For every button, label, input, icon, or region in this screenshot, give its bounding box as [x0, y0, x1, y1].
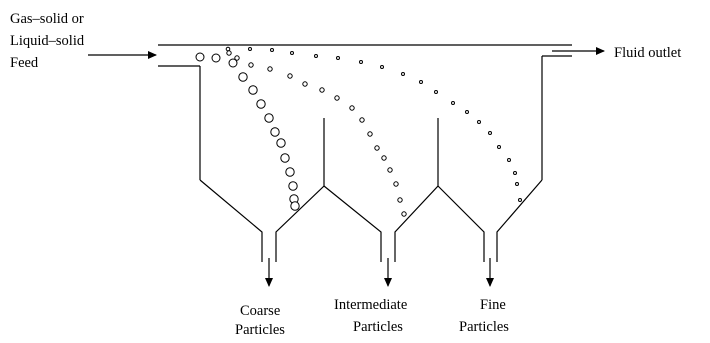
coarse-particle-trajectory: [195, 52, 300, 211]
intermediate-label-line-2: Particles: [353, 319, 403, 335]
hopper-coarse: [199, 118, 325, 287]
hopper-fine: [437, 179, 543, 287]
intermediate-particle-trajectory: [225, 46, 407, 217]
fine-label-line-1: Fine: [480, 297, 506, 313]
coarse-label-line-1: Coarse: [240, 303, 280, 319]
hopper-intermediate: [323, 118, 439, 287]
coarse-label-line-2: Particles: [235, 322, 285, 338]
feed-label-line-2: Liquid–solid: [10, 33, 85, 49]
fluid-outlet-label: Fluid outlet: [614, 45, 681, 61]
feed-label-line-3: Feed: [10, 55, 39, 71]
fine-particle-trajectory: [248, 47, 522, 202]
intermediate-label-line-1: Intermediate: [334, 297, 407, 313]
fine-label-line-2: Particles: [459, 319, 509, 335]
feed-label-line-1: Gas–solid or: [10, 11, 84, 27]
